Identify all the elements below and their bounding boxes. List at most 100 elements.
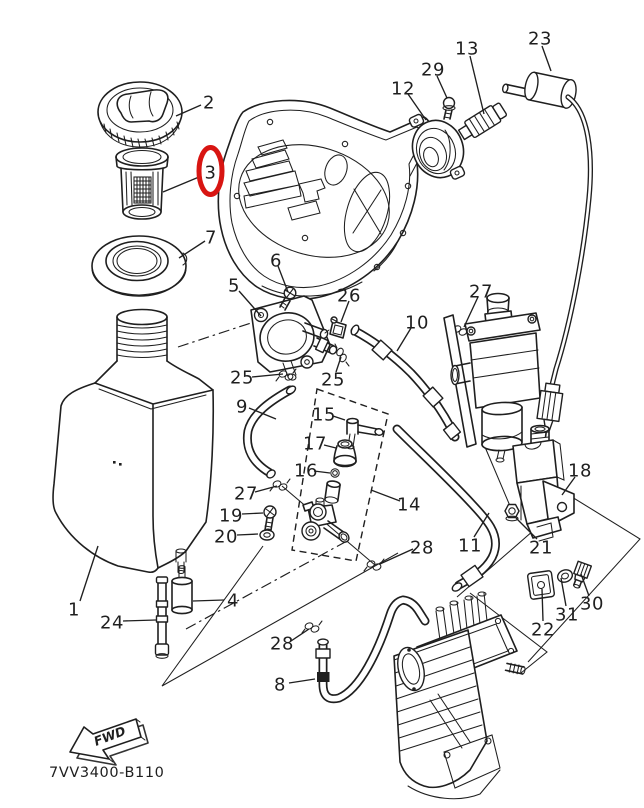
spring-clips: [269, 323, 471, 634]
engine-block: [393, 591, 526, 800]
nut-21: [504, 503, 520, 522]
callout-leader-12: [407, 93, 427, 121]
damper-cylinder: [171, 565, 193, 615]
callout-label-24: 24: [100, 613, 124, 634]
bottom-cowling-panel: [217, 99, 432, 300]
callout-label-12: 12: [391, 79, 415, 100]
cable-grommet-12: [408, 113, 466, 180]
callout-label-9: 9: [236, 397, 248, 418]
callout-label-16: 16: [294, 461, 318, 482]
callout-leader-20: [236, 533, 259, 536]
callout-label-6: 6: [270, 251, 282, 272]
washer-31: [556, 569, 574, 583]
grommet-ring: [91, 235, 188, 297]
clip-25-right: [334, 343, 350, 367]
washer-20: [259, 529, 275, 541]
callout-leader-17: [323, 444, 337, 449]
callout-label-2: 2: [203, 93, 215, 114]
callout-label-11: 11: [458, 536, 482, 557]
callout-leader-26: [340, 300, 350, 323]
clip-25-left: [275, 368, 297, 382]
callout-label-18: 18: [568, 461, 592, 482]
callout-leader-24: [122, 619, 157, 622]
callout-leader-28b: [290, 628, 310, 642]
callout-leader-8: [288, 678, 316, 684]
plate-22: [526, 570, 556, 600]
callout-label-30: 30: [580, 594, 604, 615]
cable-bracket-18: [512, 424, 575, 542]
fuel-valve: [301, 497, 350, 543]
callout-leader-25b: [335, 356, 342, 373]
callout-leader-27b: [254, 485, 278, 493]
callout-label-15: 15: [312, 405, 336, 426]
reference-lines: [161, 320, 641, 687]
gauge-strip: [443, 314, 477, 448]
callout-label-10: 10: [405, 313, 429, 334]
clip-27-left: [269, 478, 291, 492]
callout-label-29: 29: [421, 60, 445, 81]
callout-label-19: 19: [219, 506, 243, 527]
callout-label-22: 22: [531, 620, 555, 641]
screw-19: [263, 505, 277, 533]
callout-leader-23: [541, 45, 552, 72]
clip-28-lower: [301, 620, 323, 634]
throttle-cable-23: [501, 71, 593, 438]
cable-joint-13: [457, 102, 508, 141]
callout-leader-10: [396, 327, 412, 352]
callout-leader-31: [560, 577, 567, 607]
dipstick-rod: [154, 576, 170, 659]
oil-strainer: [115, 147, 169, 220]
callout-label-25a: 25: [230, 368, 254, 389]
callout-leader-28a: [379, 548, 414, 565]
callout-leader-15: [332, 415, 346, 421]
oil-tank: [52, 308, 215, 575]
callout-leader-2: [175, 104, 202, 117]
cock-knob: [333, 439, 357, 468]
diagram-code: 7VV3400-B110: [49, 765, 165, 781]
callout-label-13: 13: [455, 39, 479, 60]
oil-hoses: [242, 324, 501, 704]
callout-label-1: 1: [68, 600, 80, 621]
callout-leader-27a: [463, 296, 479, 328]
callout-leader-18: [561, 476, 576, 496]
callout-label-26: 26: [337, 286, 361, 307]
callout-leader-9: [248, 407, 277, 420]
callout-label-31: 31: [555, 605, 579, 626]
clip-28-upper: [363, 558, 385, 572]
callout-label-28a: 28: [410, 538, 434, 559]
callout-label-20: 20: [214, 527, 238, 548]
callout-label-8: 8: [274, 675, 286, 696]
callout-leader-30: [580, 573, 590, 597]
callout-leader-6: [277, 265, 289, 293]
valve-sleeve: [324, 480, 341, 504]
screw-29: [442, 96, 456, 120]
fuel-cock-joint: [346, 417, 384, 450]
callout-label-25b: 25: [321, 370, 345, 391]
callout-leader-5: [238, 290, 262, 317]
callout-label-3: 3: [205, 163, 217, 184]
callout-leader-13: [469, 55, 485, 115]
callout-leader-16: [313, 470, 331, 474]
callout-label-28b: 28: [270, 634, 294, 655]
callout-label-27b: 27: [234, 484, 258, 505]
callout-leader-3: [162, 176, 200, 193]
callout-leader-29: [436, 75, 448, 99]
highlight-circle-part-3: [196, 145, 225, 197]
callout-leader-19: [241, 512, 264, 515]
callout-leader-22: [541, 588, 544, 622]
callout-label-21: 21: [529, 538, 553, 559]
pump-bolt: [279, 286, 297, 311]
callout-label-4: 4: [227, 591, 239, 612]
o-ring-16: [330, 468, 340, 478]
sub-assembly-box: [291, 388, 389, 562]
carburetor: [450, 292, 541, 463]
hose-clamp-26: [324, 316, 347, 339]
callout-layer: 1234567891011121314151617181920212223242…: [68, 29, 604, 696]
panel-screw-bosses: [233, 118, 412, 271]
filler-cap: [97, 81, 183, 149]
callout-leader-7: [178, 240, 206, 259]
callout-label-23: 23: [528, 29, 552, 50]
callout-leader-4: [192, 599, 225, 602]
